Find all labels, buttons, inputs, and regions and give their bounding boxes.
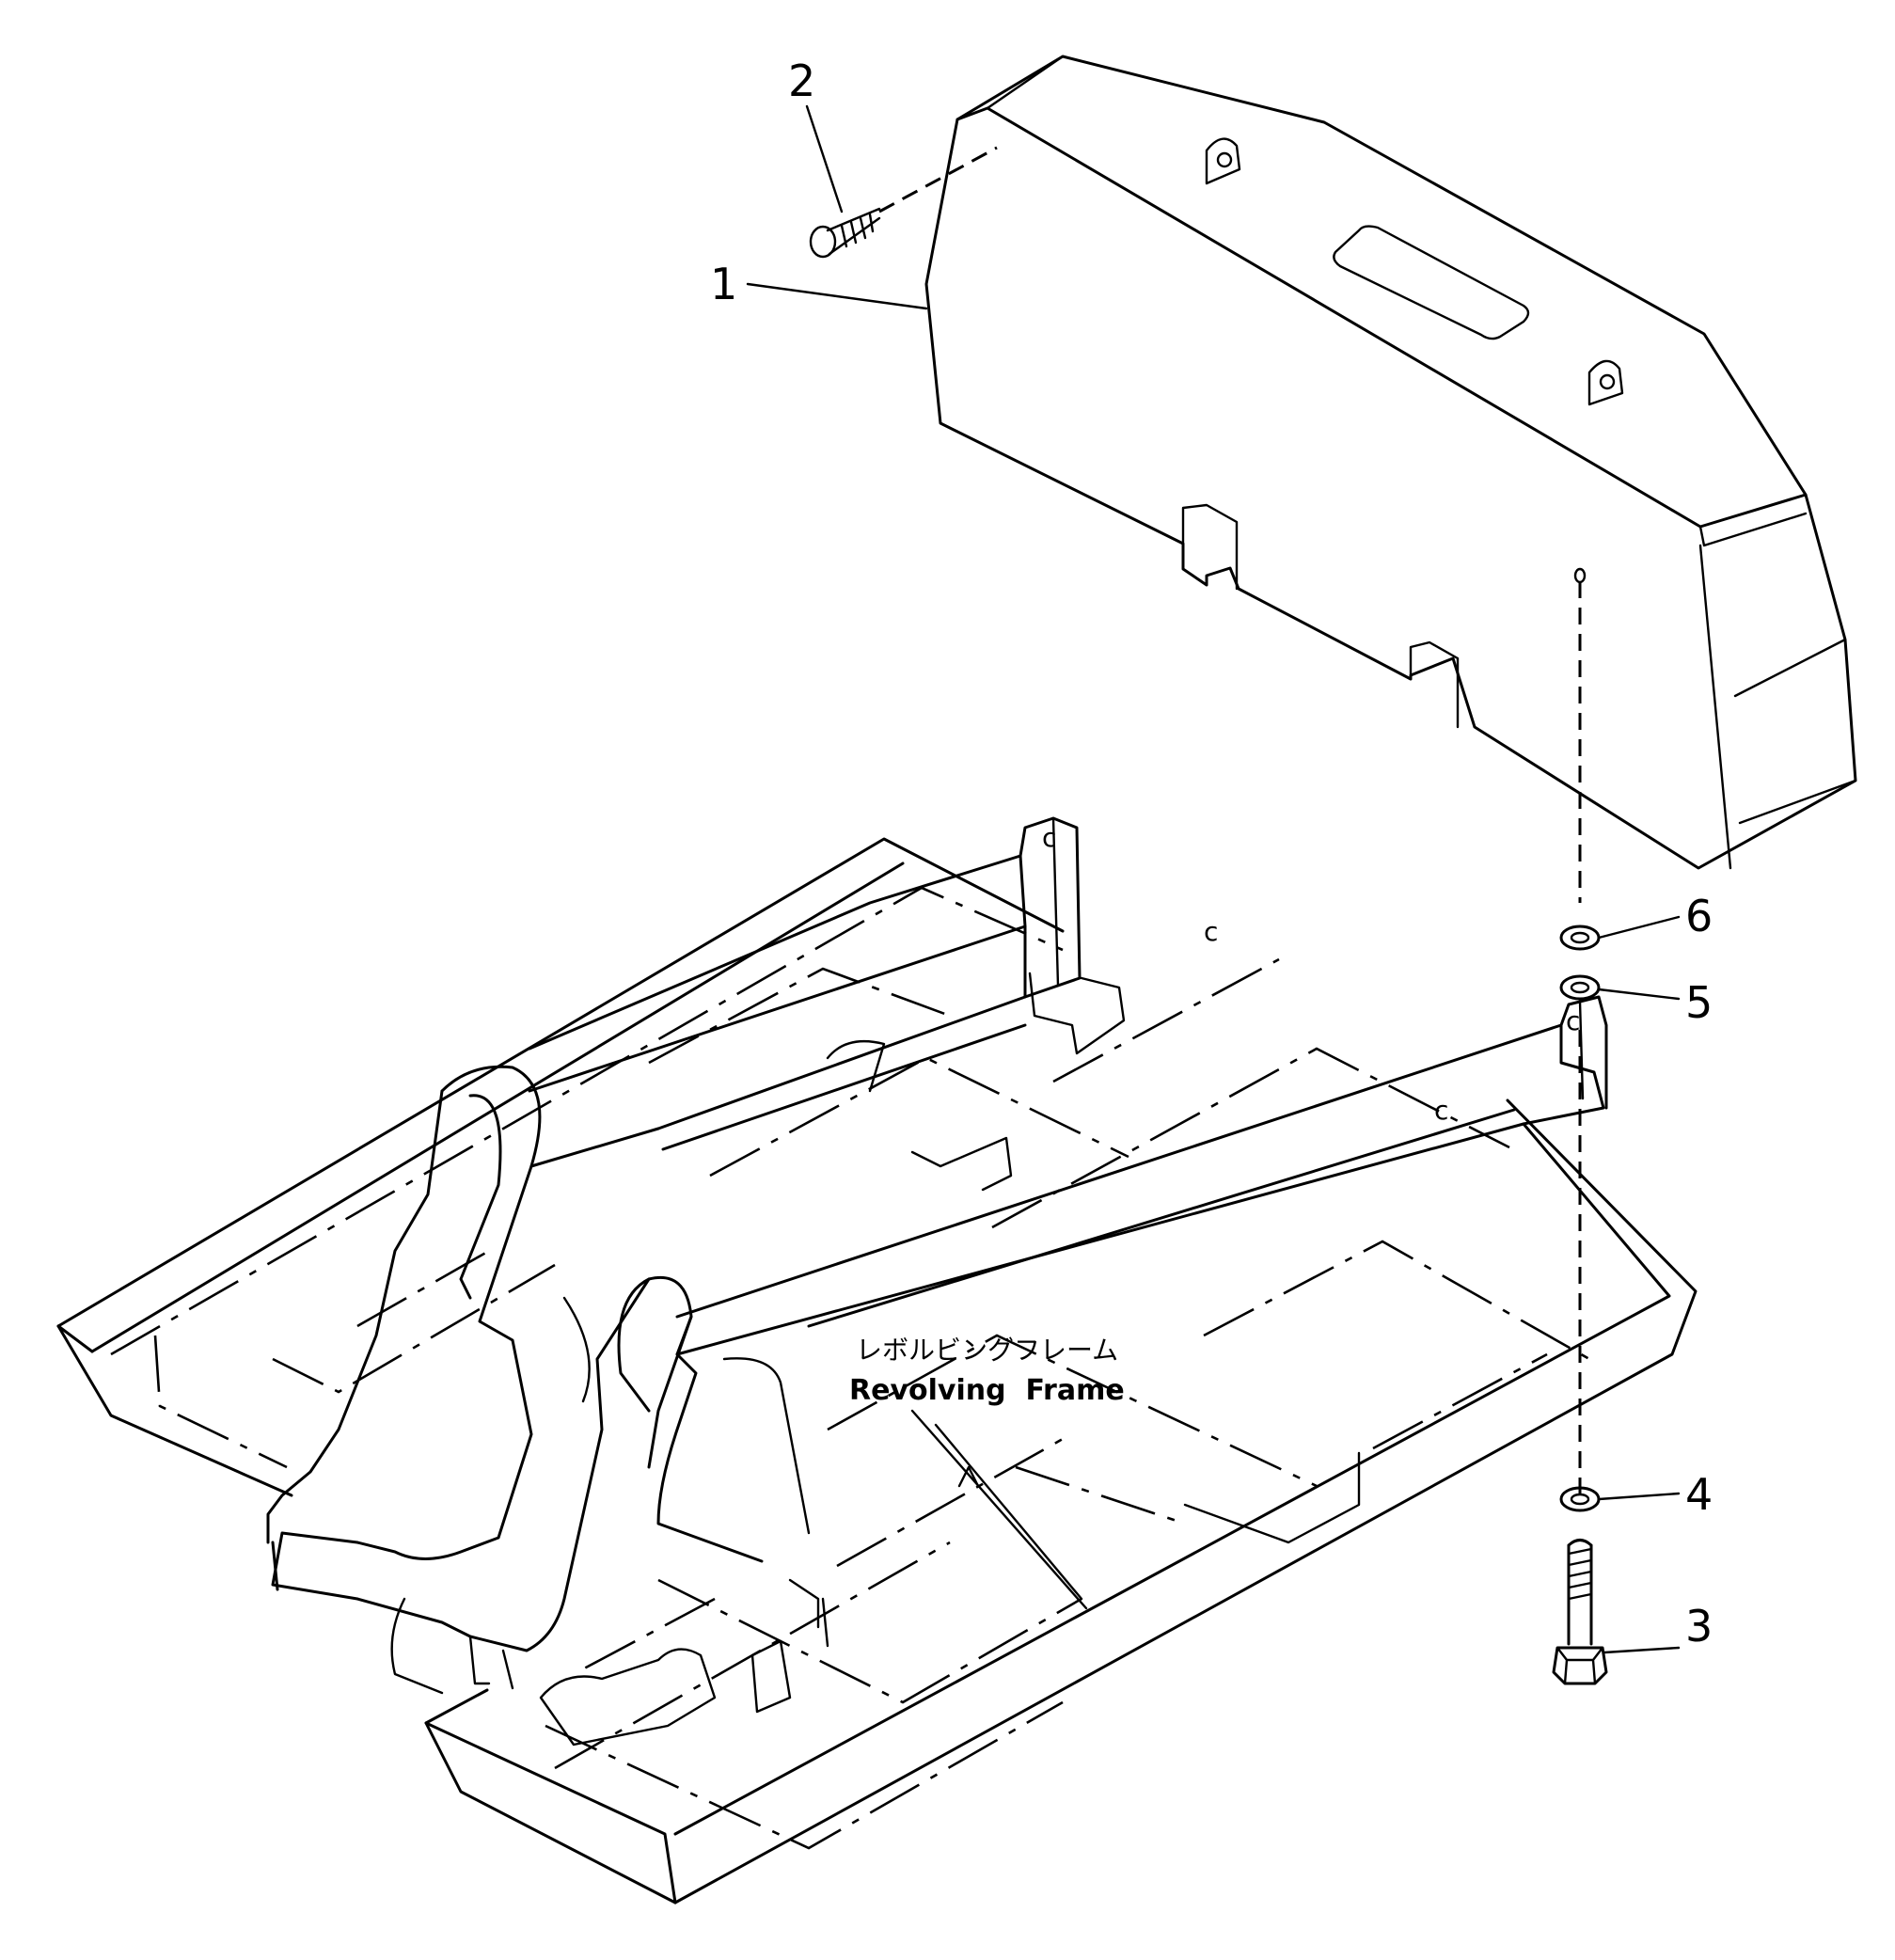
svg-text:c: c: [1204, 916, 1218, 947]
callout-3: 3: [1685, 1601, 1713, 1652]
svg-text:c: c: [1566, 1005, 1580, 1036]
callout-6: 6: [1685, 891, 1713, 941]
callout-4: 4: [1685, 1469, 1713, 1520]
revolving-frame: c c c c: [56, 816, 1698, 1905]
washer-6: [1559, 925, 1601, 951]
bolt-3: [1552, 1539, 1608, 1685]
counterweight: [924, 55, 1857, 870]
frame-label-jp: レボルビングフレーム: [856, 1335, 1118, 1366]
bolt-2: [809, 146, 998, 259]
callout-1: 1: [710, 259, 737, 309]
leader-lines: [746, 104, 1681, 1654]
callout-5: 5: [1685, 977, 1713, 1028]
callout-2: 2: [788, 55, 815, 106]
frame-label-en: Revolving Frame: [849, 1374, 1125, 1407]
washer-5: [1559, 974, 1601, 1001]
svg-text:c: c: [1434, 1095, 1448, 1126]
svg-text:c: c: [1042, 822, 1056, 853]
